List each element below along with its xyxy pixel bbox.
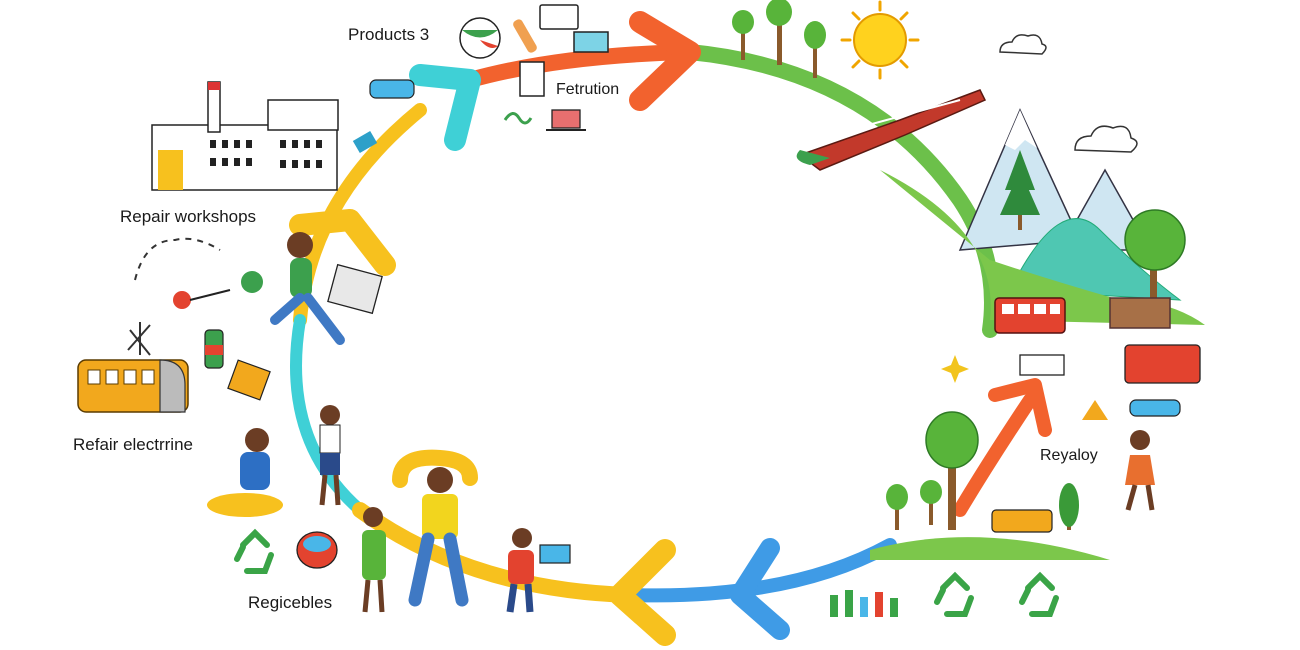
mountain-scene — [880, 108, 1205, 325]
cloud-icon — [999, 34, 1047, 55]
bin-icon — [296, 531, 338, 569]
arrow-heads — [289, 11, 1052, 646]
yellow-bottom-arc — [352, 502, 638, 603]
laptop-icon — [551, 109, 581, 129]
cloud-icon — [1074, 125, 1138, 153]
yellow-chevron — [289, 209, 396, 276]
meadow-scene — [870, 411, 1110, 560]
guitar-icon — [796, 89, 987, 171]
monitor-icon — [539, 4, 579, 30]
left-icons — [134, 237, 271, 401]
label-fetrution: Fetrution — [556, 81, 619, 98]
sun-icon — [840, 0, 920, 80]
yellow-person-arc — [392, 449, 478, 488]
product-icons — [352, 4, 609, 154]
recycle-icon — [934, 571, 974, 617]
orange-rise-arrowhead — [988, 378, 1052, 437]
blue-arc — [623, 538, 897, 603]
orange-arc — [462, 44, 698, 88]
label-reyaloy: Reyaloy — [1040, 447, 1098, 464]
tree-group-top — [732, 0, 826, 78]
person-figure — [408, 467, 469, 607]
cyan-arc — [290, 314, 366, 516]
ball-icon — [459, 17, 501, 59]
bottles-icon — [830, 590, 898, 617]
label-regicebles: Regicebles — [248, 593, 332, 612]
orange-arrowhead — [629, 11, 701, 111]
label-refair-electrrine: Refair electrrine — [73, 435, 193, 454]
person-figure — [270, 232, 383, 345]
person-figure — [506, 528, 571, 613]
right-objects — [941, 344, 1201, 420]
person-figure — [319, 405, 341, 506]
yellow-bottom-arrowhead — [609, 539, 676, 646]
cycle-arcs — [290, 44, 1037, 603]
people — [207, 232, 1155, 613]
factory-icon — [151, 81, 339, 191]
person-figure — [362, 507, 386, 613]
person-figure — [1125, 430, 1155, 511]
workshop-icon — [77, 322, 189, 413]
cyan-arrowhead — [409, 64, 481, 151]
orange-rise-arc — [953, 393, 1037, 517]
recycle-icon — [234, 528, 274, 574]
bus-icon — [994, 297, 1171, 334]
person-figure — [207, 428, 283, 517]
recycle-icon — [1019, 571, 1059, 617]
label-repair-workshops: Repair workshops — [120, 207, 256, 226]
blue-arrowhead — [730, 538, 790, 640]
label-products: Products 3 — [348, 25, 429, 44]
green-arc — [682, 44, 1000, 338]
